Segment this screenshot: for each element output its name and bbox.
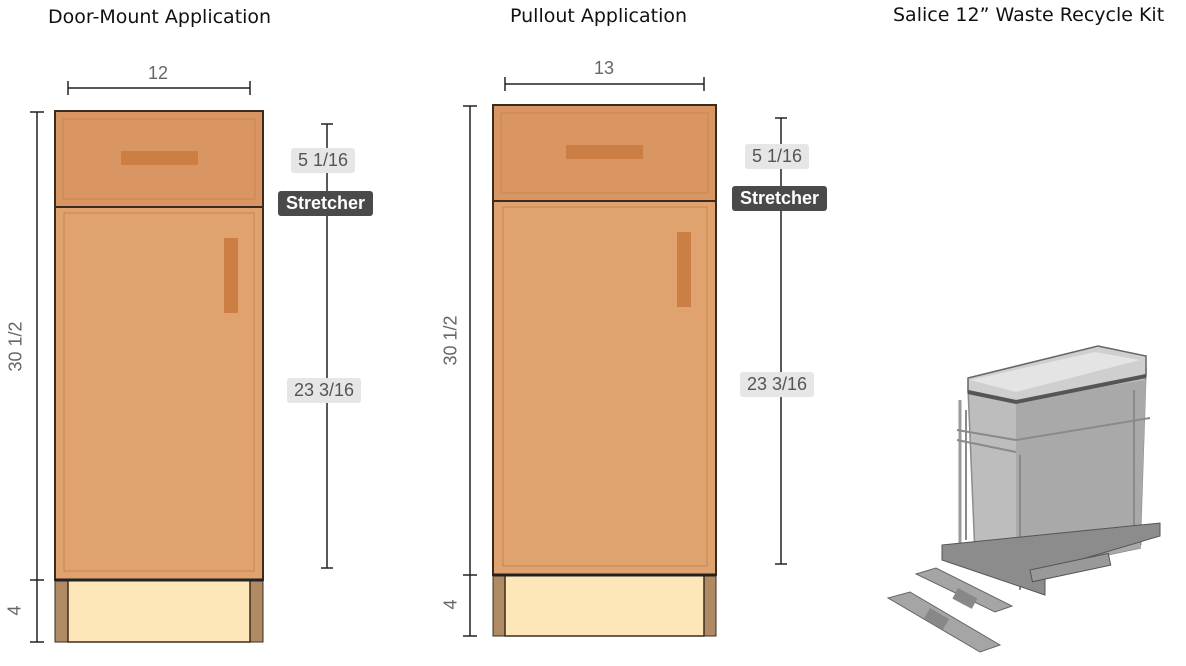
door-mount-title: Door-Mount Application [48, 6, 272, 28]
door-handle [224, 238, 238, 313]
pullout-title: Pullout Application [510, 5, 688, 27]
waste-bin-illustration [886, 345, 1161, 653]
pullout-height-label: 30 1/2 [440, 315, 461, 366]
pullout-width-label: 13 [594, 58, 615, 78]
door-mount-drawer-opening-label: 5 1/16 [291, 148, 356, 173]
kit-title: Salice 12” Waste Recycle Kit [893, 4, 1165, 26]
drawer-handle [566, 145, 643, 159]
door-mount-cabinet [30, 81, 333, 643]
door-mount-width-label: 12 [148, 63, 169, 83]
door-mount-height-label: 30 1/2 [5, 321, 26, 372]
pullout-door-opening-label: 23 3/16 [740, 372, 815, 397]
pullout-stretcher-label: Stretcher [732, 186, 828, 211]
door-mount-door-opening-label: 23 3/16 [287, 378, 362, 403]
door-handle [677, 232, 691, 307]
door-mount-toe-kick-label: 4 [4, 605, 25, 616]
pullout-cabinet [463, 77, 787, 637]
pullout-toe-kick-label: 4 [440, 599, 461, 610]
drawer-handle [121, 151, 198, 165]
pullout-drawer-opening-label: 5 1/16 [745, 144, 810, 169]
door-mount-stretcher-label: Stretcher [278, 191, 374, 216]
